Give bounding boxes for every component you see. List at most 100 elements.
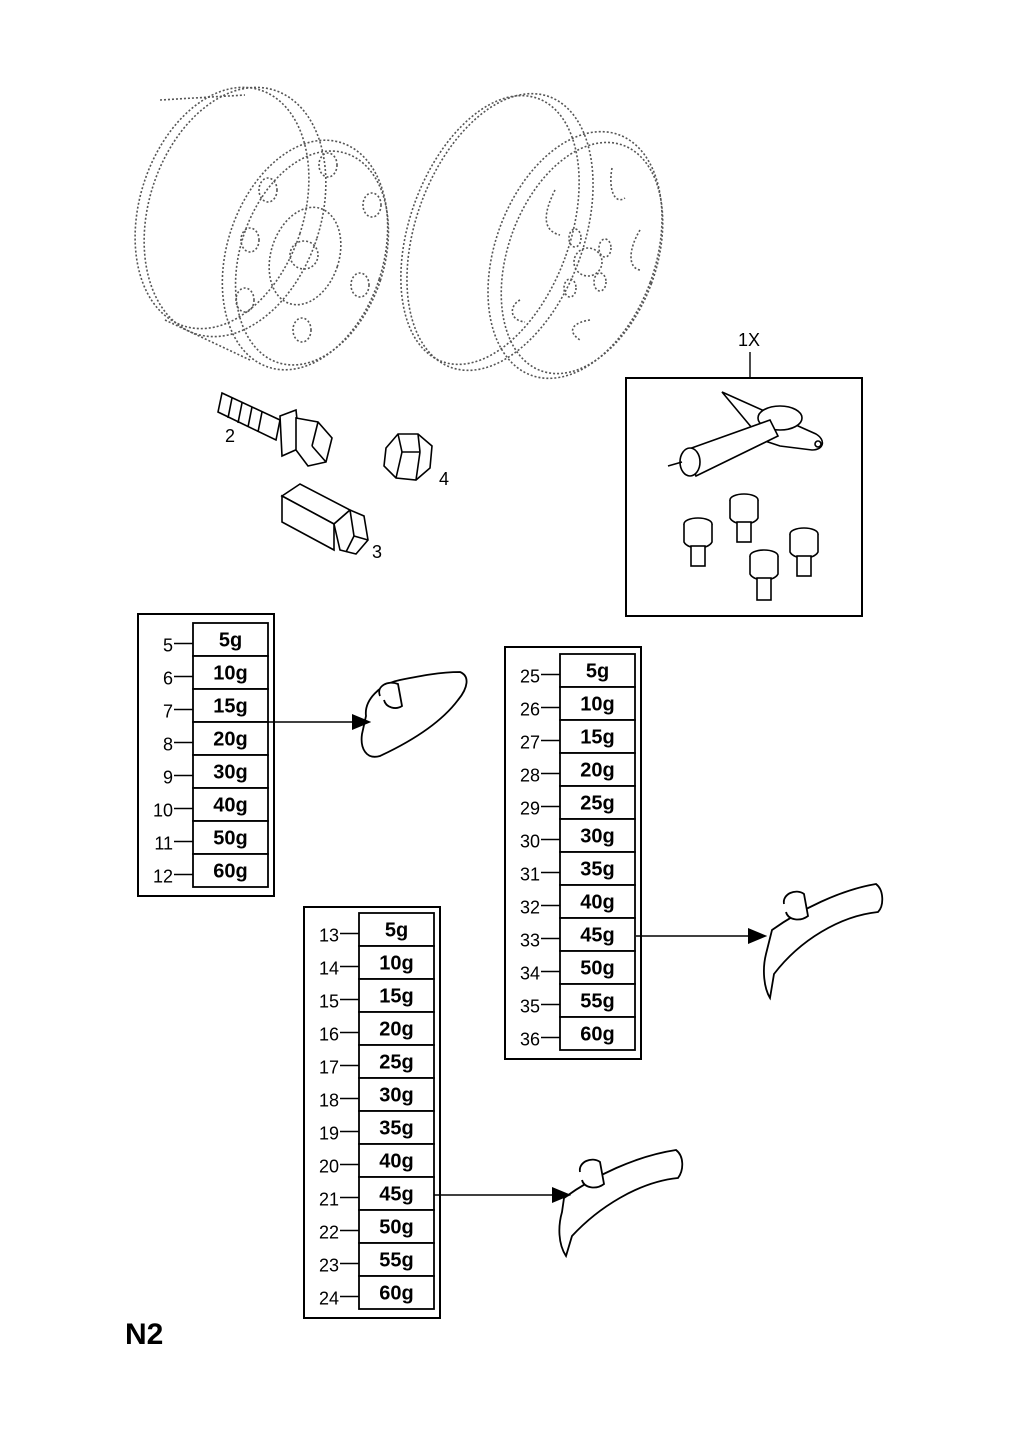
part-number: 20 (319, 1157, 339, 1177)
weight-value: 20g (580, 760, 614, 782)
weight-value: 45g (580, 925, 614, 947)
weight-cell (559, 884, 636, 919)
part-number: 21 (319, 1190, 339, 1210)
wheel-bolt-icon (217, 391, 333, 467)
part-number: 14 (319, 959, 339, 979)
weight-cell (559, 752, 636, 787)
part-number: 22 (319, 1223, 339, 1243)
clip-weight-small-icon (360, 671, 468, 758)
weight-value: 10g (213, 663, 247, 685)
part-number: 7 (163, 702, 173, 722)
clip-weight-large-icon (763, 883, 884, 1001)
lock-kit-frame (625, 377, 863, 617)
weight-cell (559, 686, 636, 721)
lock-bolts-icon (683, 493, 819, 601)
weight-cell (559, 1016, 636, 1051)
alloy-wheel-icon (400, 92, 664, 380)
weight-table: 5g 25 10g 26 15g 27 20g 28 25g 29 30g 30 35g 31 40g 32 4… (504, 646, 642, 1060)
weight-value: 20g (379, 1019, 413, 1041)
weight-cell (192, 622, 269, 657)
weight-table-frame (504, 646, 642, 1060)
weight-value: 60g (580, 1024, 614, 1046)
weight-cell (358, 1077, 435, 1112)
weight-cell (192, 754, 269, 789)
weight-cell (192, 820, 269, 855)
weight-cell (358, 912, 435, 947)
page-code: N2 (125, 1318, 164, 1351)
weight-tables: 5g510g615g720g830g940g1050g1160g125g1310… (137, 613, 642, 1319)
weight-value: 55g (379, 1250, 413, 1272)
weight-value: 30g (213, 762, 247, 784)
part-number: 35 (520, 997, 540, 1017)
weight-value: 35g (580, 859, 614, 881)
weight-value: 5g (586, 661, 609, 683)
weight-value: 40g (580, 892, 614, 914)
long-hex-cap-icon (280, 483, 369, 555)
weight-value: 15g (379, 986, 413, 1008)
part-number: 36 (520, 1030, 540, 1050)
weight-value: 60g (379, 1283, 413, 1305)
weight-value: 50g (379, 1217, 413, 1239)
weight-value: 30g (379, 1085, 413, 1107)
weight-cell (358, 1275, 435, 1310)
weight-value: 35g (379, 1118, 413, 1140)
weight-table: 5g1310g1415g1520g1625g1730g1835g1940g204… (303, 906, 441, 1319)
weight-cell (358, 978, 435, 1013)
weight-cell (559, 818, 636, 853)
weight-value: 55g (580, 991, 614, 1013)
part-number: 25 (520, 667, 540, 687)
part-number: 29 (520, 799, 540, 819)
weight-table-frame (137, 613, 275, 897)
steel-wheel-icon (134, 86, 390, 371)
part-number: 18 (319, 1091, 339, 1111)
weight-cell (559, 719, 636, 754)
weight-value: 45g (379, 1184, 413, 1206)
weight-value: 25g (379, 1052, 413, 1074)
part-number: 9 (163, 768, 173, 788)
part-number: 28 (520, 766, 540, 786)
part-number: 16 (319, 1025, 339, 1045)
weight-cell (192, 853, 269, 888)
part-number: 13 (319, 926, 339, 946)
weight-value: 50g (580, 958, 614, 980)
lock-key-tool-icon (667, 391, 824, 478)
part-number: 26 (520, 700, 540, 720)
part-number: 32 (520, 898, 540, 918)
part-number: 8 (163, 735, 173, 755)
part-number: 30 (520, 832, 540, 852)
weight-value: 10g (580, 694, 614, 716)
weight-value: 15g (213, 696, 247, 718)
weight-value: 50g (213, 828, 247, 850)
weight-cell (192, 655, 269, 690)
lock-kit-callout: 1X (738, 330, 760, 350)
part-number: 5 (163, 636, 173, 656)
weight-value: 25g (580, 793, 614, 815)
weight-cell (358, 1242, 435, 1277)
weight-cell (358, 945, 435, 980)
part-number: 23 (319, 1256, 339, 1276)
bolt-callout: 2 (225, 426, 235, 446)
weight-table-frame (303, 906, 441, 1319)
weight-value: 10g (379, 953, 413, 975)
long-cap-callout: 3 (372, 542, 382, 562)
part-number: 15 (319, 992, 339, 1012)
weight-value: 15g (580, 727, 614, 749)
weight-value: 20g (213, 729, 247, 751)
weight-cell (192, 787, 269, 822)
weight-cell (358, 1176, 435, 1211)
part-number: 19 (319, 1124, 339, 1144)
part-number: 12 (153, 867, 173, 887)
weight-value: 30g (580, 826, 614, 848)
part-number: 31 (520, 865, 540, 885)
part-number: 27 (520, 733, 540, 753)
part-number: 17 (319, 1058, 339, 1078)
short-hex-cap-icon (383, 433, 433, 481)
part-number: 11 (154, 834, 173, 854)
weight-cell (559, 983, 636, 1018)
clip-weight-large-2-icon (558, 1149, 684, 1259)
weight-value: 5g (385, 920, 408, 942)
weight-value: 60g (213, 861, 247, 883)
part-number: 33 (520, 931, 540, 951)
